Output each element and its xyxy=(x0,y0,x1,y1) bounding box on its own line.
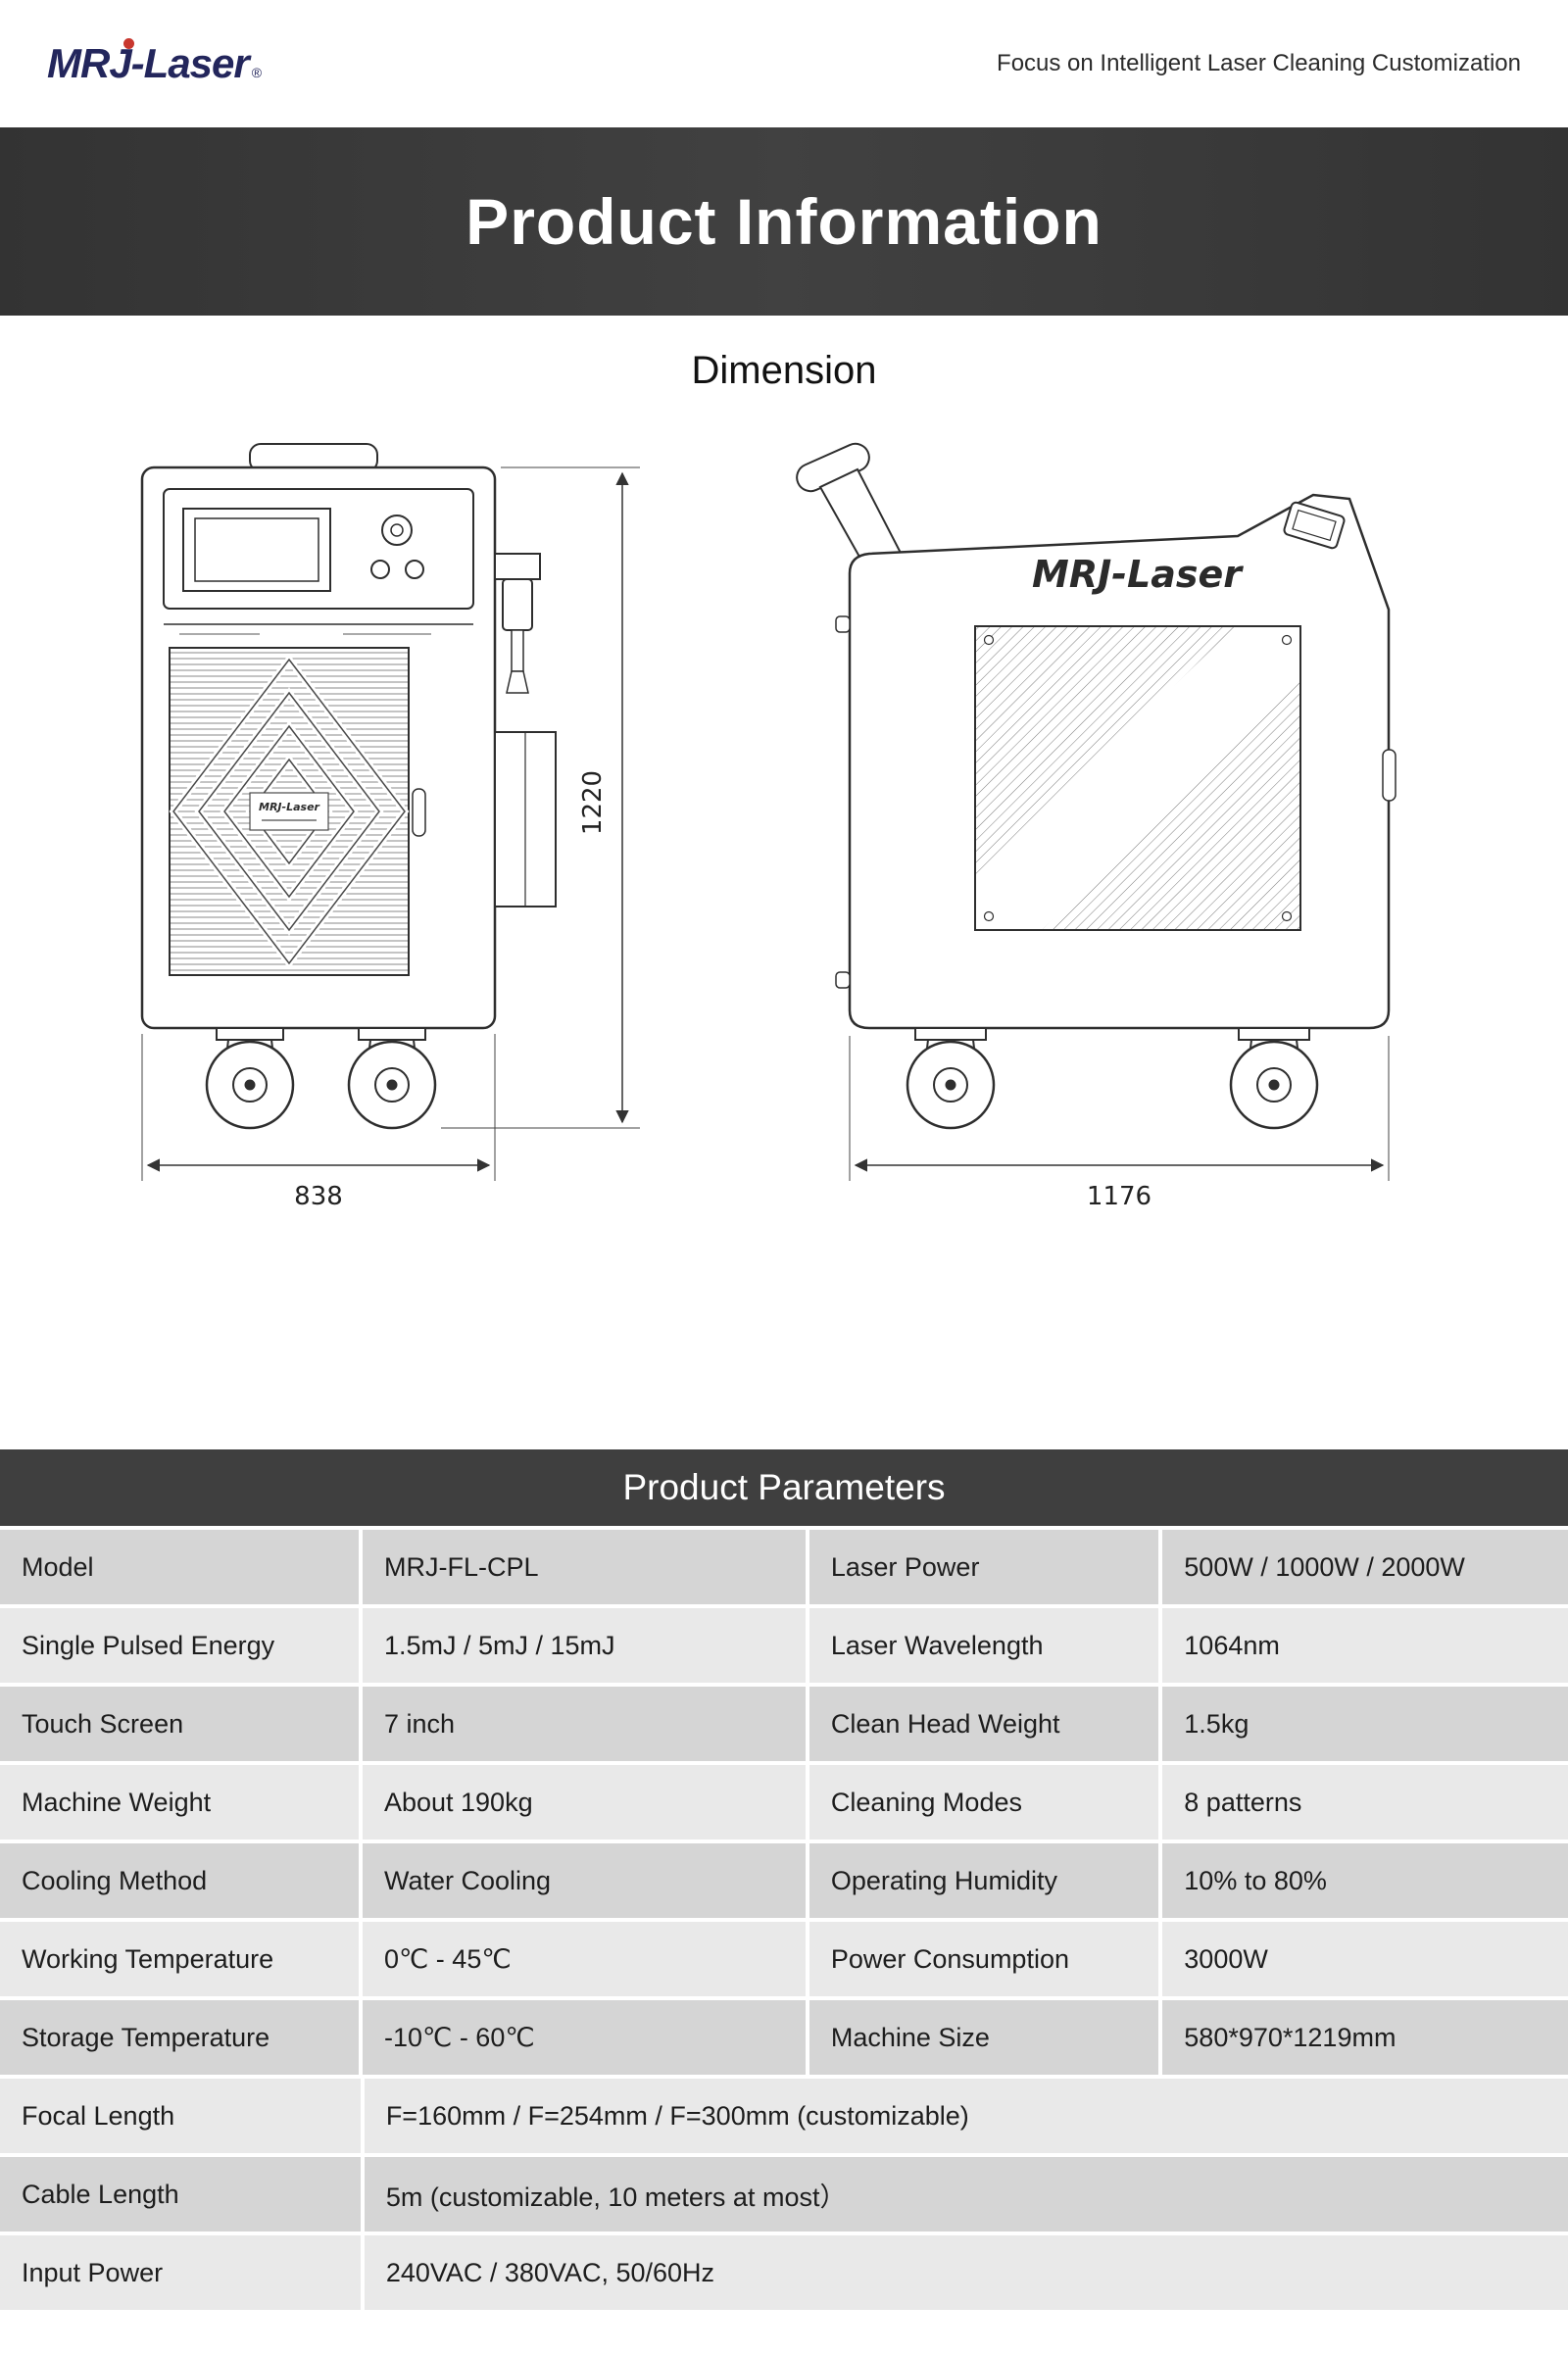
side-width-dimension-line: 1176 xyxy=(849,1036,1390,1211)
front-logo-plate-text: MRJ-Laser xyxy=(259,801,320,813)
param-value: 3000W xyxy=(1162,1922,1568,1996)
param-label: Laser Wavelength xyxy=(808,1608,1159,1683)
param-value: 580*970*1219mm xyxy=(1162,2000,1568,2075)
table-row: Model MRJ-FL-CPL Laser Power 500W / 1000… xyxy=(0,1530,1568,1604)
param-value: 1064nm xyxy=(1162,1608,1568,1683)
width-dimension-line: 838 xyxy=(141,1034,496,1211)
side-latch xyxy=(1382,749,1396,802)
parameters-title: Product Parameters xyxy=(622,1467,946,1507)
table-row: Touch Screen 7 inch Clean Head Weight 1.… xyxy=(0,1687,1568,1761)
param-value: 500W / 1000W / 2000W xyxy=(1162,1530,1568,1604)
param-label: Machine Size xyxy=(808,2000,1159,2075)
param-value: About 190kg xyxy=(362,1765,806,1839)
caster-wheel xyxy=(205,1027,295,1130)
screw-icon xyxy=(1281,634,1293,646)
param-value: Water Cooling xyxy=(362,1843,806,1918)
param-value: 1.5kg xyxy=(1162,1687,1568,1761)
page-title: Product Information xyxy=(466,185,1102,258)
cleaning-gun-holster xyxy=(494,553,557,907)
param-value: MRJ-FL-CPL xyxy=(362,1530,806,1604)
brand-logo-dot-icon xyxy=(123,38,134,49)
door-latch xyxy=(412,788,426,837)
param-label: Cable Length xyxy=(0,2157,361,2231)
param-label: Cooling Method xyxy=(0,1843,359,1918)
dimension-drawings: MRJ-Laser xyxy=(0,438,1568,1222)
side-hook-tab xyxy=(835,971,851,989)
header-tagline: Focus on Intelligent Laser Cleaning Cust… xyxy=(997,50,1521,76)
table-row: Focal Length F=160mm / F=254mm / F=300mm… xyxy=(0,2079,1568,2153)
front-control-panel xyxy=(163,488,474,610)
param-label: Touch Screen xyxy=(0,1687,359,1761)
table-row: Single Pulsed Energy 1.5mJ / 5mJ / 15mJ … xyxy=(0,1608,1568,1683)
brand-logo: MRJ-Laser ® xyxy=(47,38,263,87)
table-row: Working Temperature 0℃ - 45℃ Power Consu… xyxy=(0,1922,1568,1996)
screw-icon xyxy=(983,910,995,922)
front-view-drawing: MRJ-Laser xyxy=(140,443,640,1211)
product-information-banner: Product Information xyxy=(0,127,1568,316)
side-hook-tab xyxy=(835,615,851,633)
front-vent-grille: MRJ-Laser xyxy=(169,647,410,976)
parameters-table: Model MRJ-FL-CPL Laser Power 500W / 1000… xyxy=(0,1530,1568,2310)
param-label: Operating Humidity xyxy=(808,1843,1159,1918)
table-row: Machine Weight About 190kg Cleaning Mode… xyxy=(0,1765,1568,1839)
page-header: MRJ-Laser ® Focus on Intelligent Laser C… xyxy=(0,0,1568,127)
height-dimension-label: 1220 xyxy=(578,770,608,835)
caster-wheel xyxy=(347,1027,437,1130)
table-row: Cooling Method Water Cooling Operating H… xyxy=(0,1843,1568,1918)
panel-button xyxy=(370,560,390,579)
param-value: 5m (customizable, 10 meters at most） xyxy=(364,2157,1568,2231)
caster-wheel xyxy=(906,1027,996,1130)
param-value: 1.5mJ / 5mJ / 15mJ xyxy=(362,1608,806,1683)
param-label: Working Temperature xyxy=(0,1922,359,1996)
param-label: Cleaning Modes xyxy=(808,1765,1159,1839)
width-dimension-label: 838 xyxy=(294,1182,343,1211)
param-label: Focal Length xyxy=(0,2079,361,2153)
side-vent-grille xyxy=(974,625,1301,931)
screw-icon xyxy=(1281,910,1293,922)
side-body-logo-text: MRJ-Laser xyxy=(1032,553,1244,596)
param-value: F=160mm / F=254mm / F=300mm (customizabl… xyxy=(364,2079,1568,2153)
param-label: Laser Power xyxy=(808,1530,1159,1604)
param-value: 8 patterns xyxy=(1162,1765,1568,1839)
param-label: Single Pulsed Energy xyxy=(0,1608,359,1683)
param-value: -10℃ - 60℃ xyxy=(362,2000,806,2075)
param-value: 7 inch xyxy=(362,1687,806,1761)
param-label: Clean Head Weight xyxy=(808,1687,1159,1761)
side-width-dimension-label: 1176 xyxy=(1087,1182,1152,1211)
brand-logo-text: MRJ-Laser xyxy=(47,40,250,86)
registered-trademark-icon: ® xyxy=(251,65,263,80)
table-row: Cable Length 5m (customizable, 10 meters… xyxy=(0,2157,1568,2231)
side-view-drawing: MRJ-Laser xyxy=(796,442,1396,1211)
param-value: 240VAC / 380VAC, 50/60Hz xyxy=(364,2235,1568,2310)
screw-icon xyxy=(983,634,995,646)
param-label: Machine Weight xyxy=(0,1765,359,1839)
height-dimension-line: 1220 xyxy=(441,466,640,1129)
param-label: Input Power xyxy=(0,2235,361,2310)
front-logo-plate xyxy=(249,792,329,831)
caster-wheel xyxy=(1229,1027,1319,1130)
panel-button xyxy=(405,560,424,579)
product-parameters-banner: Product Parameters xyxy=(0,1449,1568,1526)
param-label: Storage Temperature xyxy=(0,2000,359,2075)
table-row: Input Power 240VAC / 380VAC, 50/60Hz xyxy=(0,2235,1568,2310)
param-label: Model xyxy=(0,1530,359,1604)
touch-screen xyxy=(182,508,331,592)
param-value: 0℃ - 45℃ xyxy=(362,1922,806,1996)
side-console-screen xyxy=(1283,501,1346,550)
table-row: Storage Temperature -10℃ - 60℃ Machine S… xyxy=(0,2000,1568,2075)
emergency-stop-button xyxy=(381,515,413,546)
dimension-section-title: Dimension xyxy=(691,349,877,392)
param-label: Power Consumption xyxy=(808,1922,1159,1996)
param-value: 10% to 80% xyxy=(1162,1843,1568,1918)
